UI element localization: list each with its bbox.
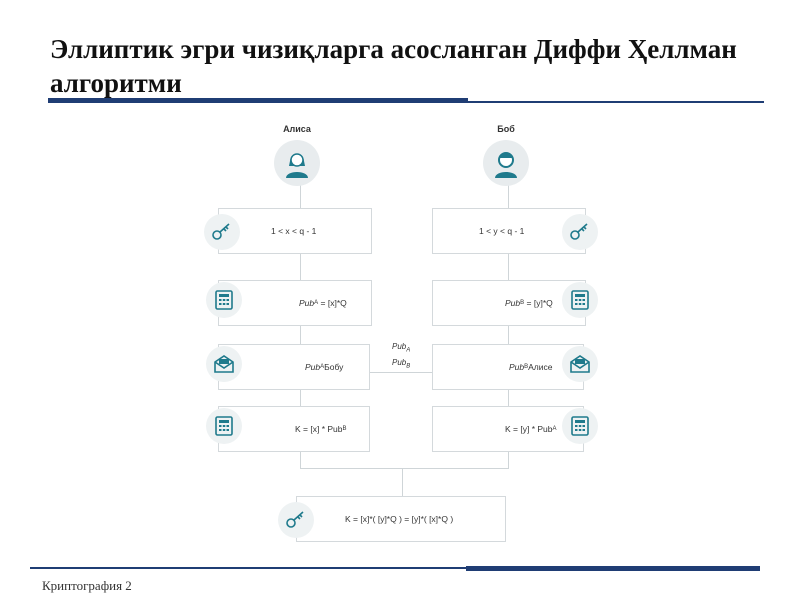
bob-name: Боб (497, 124, 515, 134)
exchange-label-bottom: PubB (392, 358, 411, 370)
result-formula: K = [x]*( [y]*Q ) = [y]*( [x]*Q ) (345, 514, 454, 524)
bob-private-key-box: 1 < y < q - 1 (432, 208, 586, 254)
bob-private-key: 1 < y < q - 1 (479, 226, 525, 236)
connector-line (508, 184, 509, 468)
calculator-icon (571, 416, 589, 436)
bob-calculator-badge (562, 282, 598, 318)
bob-key-badge (562, 214, 598, 250)
calculator-icon (571, 290, 589, 310)
key-icon (570, 223, 588, 240)
result-box: K = [x]*( [y]*Q ) = [y]*( [x]*Q ) (296, 496, 506, 542)
alice-envelope-badge (206, 346, 242, 382)
footer-text: Криптография 2 (42, 578, 132, 593)
calculator-icon (215, 416, 233, 436)
exchange-line (370, 372, 434, 373)
exchange-label-top: PubA (392, 342, 411, 354)
alice-calculator-badge (206, 282, 242, 318)
key-icon (286, 511, 304, 528)
alice-key-badge (204, 214, 240, 250)
person-icon (495, 152, 517, 178)
connector-line (300, 468, 509, 469)
title-divider (48, 98, 764, 104)
slide-title: Эллиптик эгри чизиқларга асосланган Дифф… (50, 34, 737, 98)
result-key-badge (278, 502, 314, 538)
alice-private-key: 1 < x < q - 1 (271, 226, 317, 236)
bob-avatar (483, 140, 529, 186)
envelope-icon (214, 355, 234, 373)
alice-calculator-badge (206, 408, 242, 444)
alice-private-key-box: 1 < x < q - 1 (218, 208, 372, 254)
key-icon (212, 223, 230, 240)
envelope-icon (570, 355, 590, 373)
alice-name: Алиса (283, 124, 311, 134)
person-icon (286, 153, 308, 178)
calculator-icon (215, 290, 233, 310)
connector-line (402, 468, 403, 496)
bob-envelope-badge (562, 346, 598, 382)
alice-node: Алиса (267, 124, 327, 186)
bob-node: Боб (476, 124, 536, 186)
connector-line (300, 184, 301, 468)
footer-divider (30, 566, 760, 572)
bob-calculator-badge (562, 408, 598, 444)
alice-avatar (274, 140, 320, 186)
